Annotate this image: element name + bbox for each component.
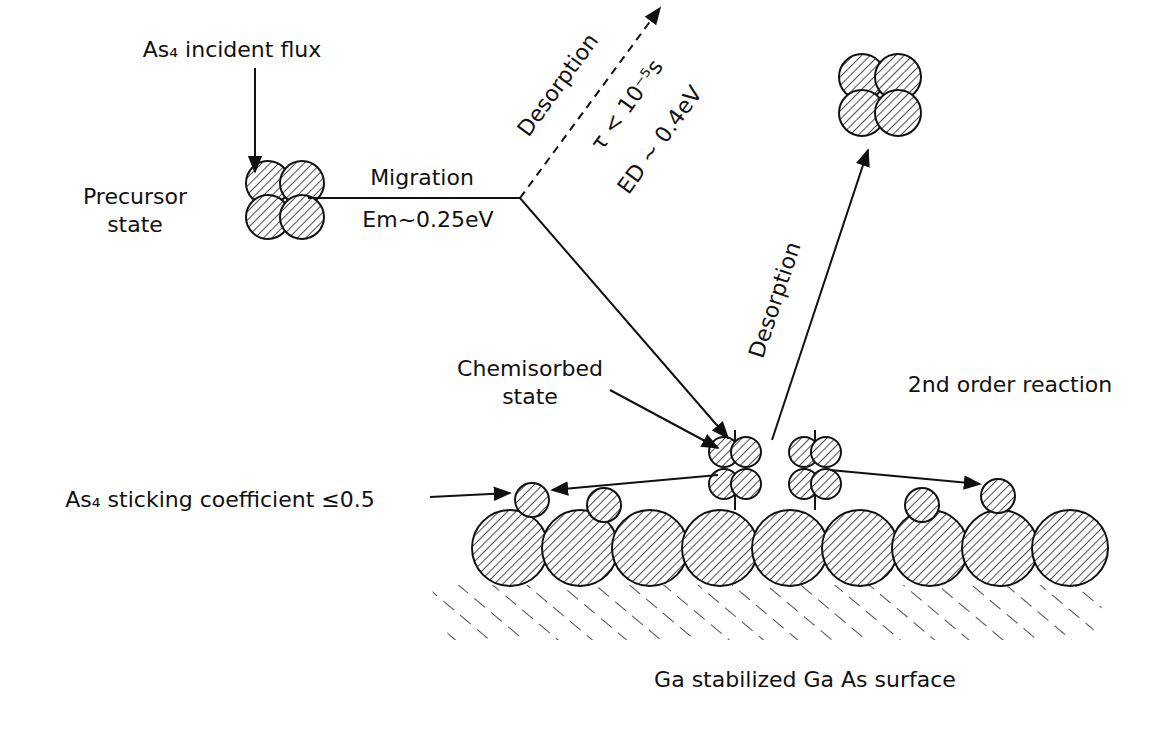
reaction-arrow [830,470,980,484]
flux-label: As₄ incident flux [143,36,321,64]
energy-label: Em~0.25eV [362,206,493,234]
process-label: Desorption [511,28,604,142]
reaction-label: 2nd order reaction [908,371,1112,399]
sticking-label: As₄ sticking coefficient ≤0.5 [65,486,374,514]
ga-atom [682,510,758,586]
ga-atom [962,510,1038,586]
state-label: Precursor state [70,183,200,238]
ga-atom [752,510,828,586]
ga-atom [822,510,898,586]
as-atom [515,483,549,517]
leader-arrow [610,390,718,448]
ga-atom [1032,510,1108,586]
bond-tick [814,430,816,442]
flux-arrow [254,68,256,172]
reaction-arrow [552,475,718,490]
as-atom [905,488,939,522]
state-label: Chemisorbed state [455,355,605,410]
bond-tick [814,494,816,510]
bond-tick [734,430,736,442]
leader-arrow [430,493,510,497]
ga-atom [612,510,688,586]
as4-chemisorbed [789,437,841,499]
ga-atom [472,510,548,586]
bond-tick [734,494,736,510]
ga-atom [892,510,968,586]
as4-precursor [246,161,324,239]
migration-path [308,198,728,438]
process-label: Desorption [743,238,807,361]
substrate-hatching [430,585,1110,640]
as-atom [587,488,621,522]
surface-label: Ga stabilized Ga As surface [654,666,956,694]
as4-desorbed [839,54,921,136]
process-label: Migration [370,164,474,192]
as-atom [981,479,1015,513]
